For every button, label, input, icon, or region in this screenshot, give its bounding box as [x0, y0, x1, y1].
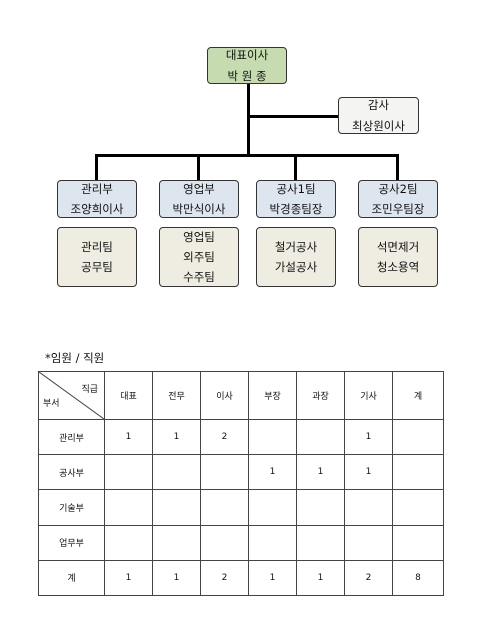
table-cell: 1 [152, 559, 201, 597]
column-header: 이사 [200, 371, 249, 420]
column-header: 부장 [248, 371, 297, 420]
auditor-title: 감사 [367, 98, 390, 113]
team-item: 석면제거 [376, 239, 420, 254]
table-cell [392, 454, 444, 491]
team-item: 철거공사 [274, 239, 318, 254]
ceo-title: 대표이사 [225, 48, 269, 63]
table-cell: 2 [344, 559, 393, 597]
team-item: 영업팀 [183, 229, 215, 244]
dept-head: 조양희이사 [70, 202, 124, 216]
row-header: 업무부 [38, 524, 105, 561]
table-cell [392, 418, 444, 456]
dept-name: 관리부 [81, 181, 113, 196]
table-cell [248, 418, 297, 456]
corner-row-label: 부서 [43, 399, 60, 409]
dept-name: 공사1팀 [276, 181, 316, 196]
table-cell [200, 524, 249, 561]
table-cell: 8 [392, 559, 444, 597]
table-cell [200, 454, 249, 491]
table-cell [392, 524, 444, 561]
team-box-management: 관리팀 공무팀 [57, 227, 137, 287]
table-cell [392, 489, 444, 526]
connector-dept-3 [294, 154, 297, 180]
row-header: 관리부 [38, 418, 105, 456]
staff-table-title: *임원 / 직원 [45, 351, 105, 365]
table-cell [152, 489, 201, 526]
table-cell [296, 418, 345, 456]
diagonal-line [39, 372, 104, 419]
table-cell: 1 [296, 454, 345, 491]
ceo-box: 대표이사 박 원 종 [207, 47, 287, 84]
table-cell [344, 489, 393, 526]
table-cell [104, 454, 153, 491]
column-header: 전무 [152, 371, 201, 420]
table-cell: 1 [152, 418, 201, 456]
table-cell: 1 [296, 559, 345, 597]
table-header-row: 직급 부서 대표 전무 이사 부장 과장 기사 계 [38, 371, 444, 420]
connector-dept-2 [197, 154, 200, 180]
auditor-box: 감사 최상원이사 [338, 97, 419, 134]
connector-dept-1 [95, 154, 98, 180]
table-cell: 1 [248, 454, 297, 491]
row-header: 기술부 [38, 489, 105, 526]
table-cell: 1 [344, 454, 393, 491]
table-corner-cell: 직급 부서 [38, 371, 105, 420]
table-cell: 2 [200, 559, 249, 597]
team-item: 공무팀 [81, 260, 113, 274]
dept-box-sales: 영업부 박만식이사 [159, 180, 239, 218]
team-item: 수주팀 [183, 270, 215, 285]
table-cell [296, 489, 345, 526]
row-header: 공사부 [38, 454, 105, 491]
team-box-sales: 영업팀 외주팀 수주팀 [159, 227, 239, 287]
team-item: 가설공사 [274, 260, 318, 274]
column-header: 기사 [344, 371, 393, 420]
dept-name: 영업부 [183, 181, 215, 196]
dept-box-construction-2: 공사2팀 조민우팀장 [358, 180, 438, 218]
auditor-name: 최상원이사 [352, 118, 405, 133]
table-total-row: 계 1 1 2 1 1 2 8 [38, 559, 444, 597]
table-cell [248, 524, 297, 561]
table-cell [104, 489, 153, 526]
table-cell [296, 524, 345, 561]
table-row: 공사부 1 1 1 [38, 454, 444, 491]
ceo-name: 박 원 종 [227, 68, 267, 83]
table-cell: 1 [104, 559, 153, 597]
table-row: 관리부 1 1 2 1 [38, 418, 444, 456]
table-cell: 1 [344, 418, 393, 456]
table-cell: 1 [104, 418, 153, 456]
column-header: 과장 [296, 371, 345, 420]
team-box-construction-2: 석면제거 청소용역 [358, 227, 438, 287]
dept-head: 조민우팀장 [371, 202, 425, 216]
team-box-construction-1: 철거공사 가설공사 [256, 227, 336, 287]
table-cell [152, 524, 201, 561]
table-cell: 1 [248, 559, 297, 597]
team-item: 청소용역 [376, 260, 420, 274]
connector-horizontal-bus [95, 154, 399, 157]
dept-head: 박경종팀장 [269, 202, 323, 216]
dept-box-management: 관리부 조양희이사 [57, 180, 137, 218]
connector-dept-4 [396, 154, 399, 180]
team-item: 외주팀 [183, 249, 215, 264]
table-cell [104, 524, 153, 561]
dept-head: 박만식이사 [172, 202, 226, 216]
dept-box-construction-1: 공사1팀 박경종팀장 [256, 180, 336, 218]
table-cell [152, 454, 201, 491]
table-cell [344, 524, 393, 561]
table-row: 기술부 [38, 489, 444, 526]
row-header: 계 [38, 559, 105, 597]
table-row: 업무부 [38, 524, 444, 561]
connector-ceo-down [247, 84, 250, 156]
table-cell [200, 489, 249, 526]
dept-name: 공사2팀 [378, 181, 418, 196]
table-cell [248, 489, 297, 526]
corner-col-label: 직급 [81, 385, 98, 395]
column-header: 계 [392, 371, 444, 420]
team-item: 관리팀 [81, 239, 113, 254]
column-header: 대표 [104, 371, 153, 420]
connector-auditor [247, 115, 338, 118]
staff-table: 직급 부서 대표 전무 이사 부장 과장 기사 계 관리부 1 1 2 1 공사… [38, 371, 444, 597]
table-cell: 2 [200, 418, 249, 456]
